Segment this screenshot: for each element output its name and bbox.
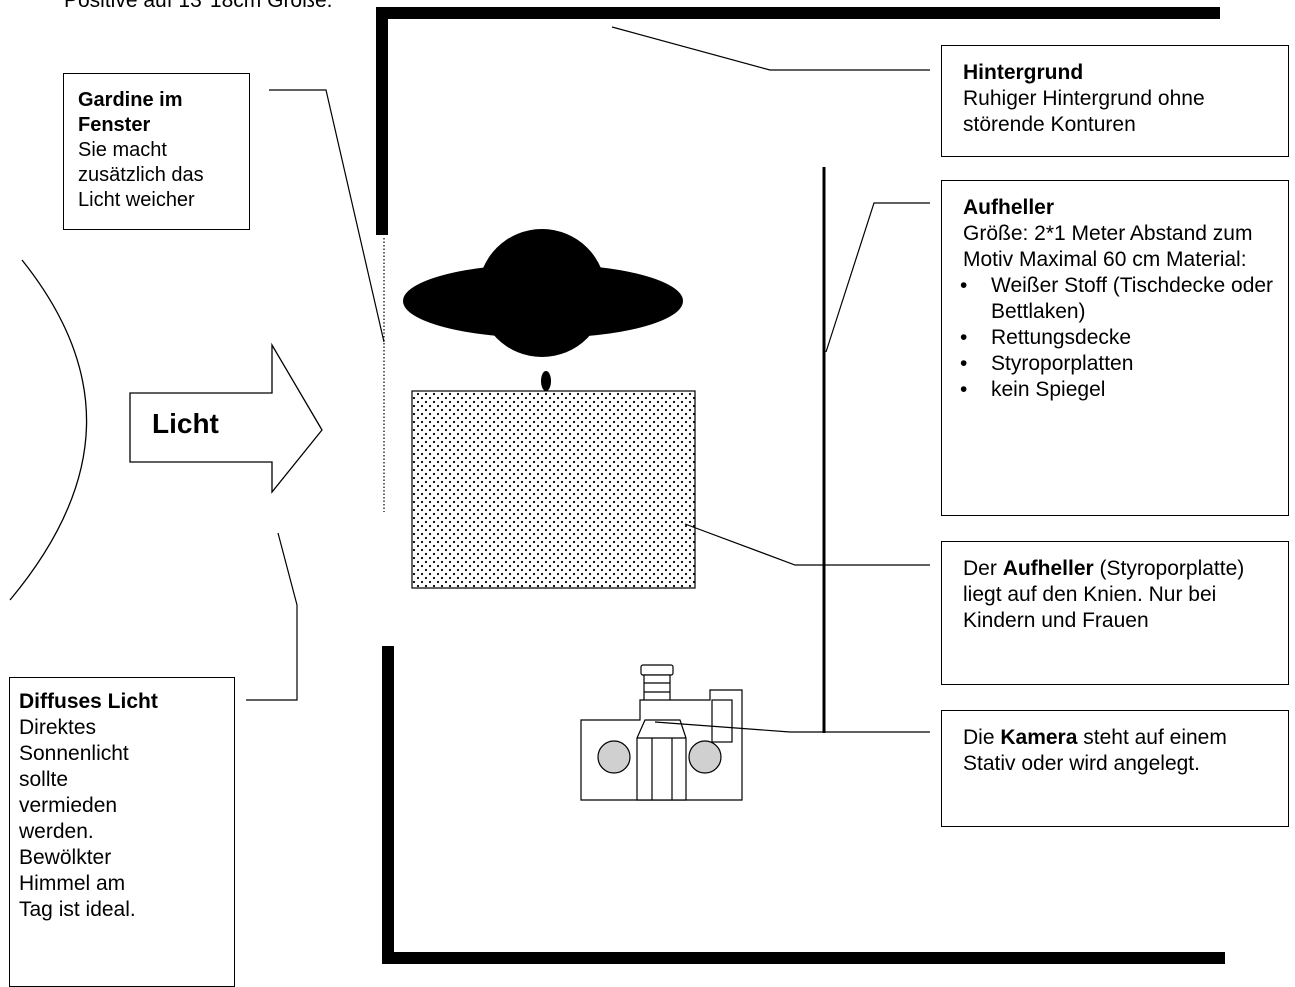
material-item: Styroporplatten [942,351,1278,377]
knee-reflector-bold: Aufheller [1002,557,1094,580]
light-arrow [129,342,323,494]
material-item: kein Spiegel [942,377,1278,403]
top-caption: Positive auf 13*18cm Größe. [64,0,333,12]
leader-aufheller [825,202,930,353]
reflector-text: Größe: 2*1 Meter Abstand zum Motiv Maxim… [963,222,1253,271]
window-wall-upper [376,7,388,235]
diffuse-title: Diffuses Licht [19,690,158,713]
material-item: Weißer Stoff (Tischdecke oder Bettlaken) [942,273,1278,325]
camera-bold: Kamera [1000,726,1078,749]
material-list: Weißer Stoff (Tischdecke oder Bettlaken)… [942,273,1278,403]
background-title: Hintergrund [963,61,1084,84]
light-arrow-label: Licht [152,408,219,439]
knee-reflector-text: (Styroporplatte) liegt auf den Knien. Nu… [963,557,1245,632]
body-reflector-area [411,390,696,589]
camera-text: steht auf einem Stativ oder wird angeleg… [963,726,1227,775]
curtain-title: Gardine im Fenster [78,89,183,136]
curtain-callout: Gardine im Fenster Sie macht zusätzlich … [63,73,250,230]
reflector-title: Aufheller [963,196,1055,219]
leader-diffus [246,532,298,701]
background-callout: Hintergrund Ruhiger Hintergrund ohne stö… [941,45,1289,157]
window-wall-lower [382,646,394,964]
camera-prefix: Die [963,726,995,749]
leader-gardine [269,89,385,343]
back-wall [376,7,1220,19]
curtain-text: Sie macht zusätzlich das Licht weicher [78,139,204,211]
sky-arc [9,259,88,601]
leader-kamera [654,721,930,733]
head [478,229,606,357]
diffuse-light-callout: Diffuses Licht Direktes Sonnenlicht soll… [9,677,235,987]
reflector-callout: Aufheller Größe: 2*1 Meter Abstand zum M… [941,180,1289,516]
material-item: Rettungsdecke [942,325,1278,351]
person-silhouette [403,229,683,391]
camera-callout: Die Kamera steht auf einem Stativ oder w… [941,710,1289,827]
camera-icon [580,664,743,801]
knee-reflector-prefix: Der [963,557,997,580]
diffuse-text: Direktes Sonnenlicht sollte vermieden we… [19,716,136,921]
leader-hintergrund [611,26,930,71]
leader-aufheller-knie [684,523,930,566]
background-text: Ruhiger Hintergrund ohne störende Kontur… [963,87,1205,136]
knee-reflector-callout: Der Aufheller (Styroporplatte) liegt auf… [941,541,1289,685]
front-wall [382,952,1225,964]
neck [541,371,551,391]
